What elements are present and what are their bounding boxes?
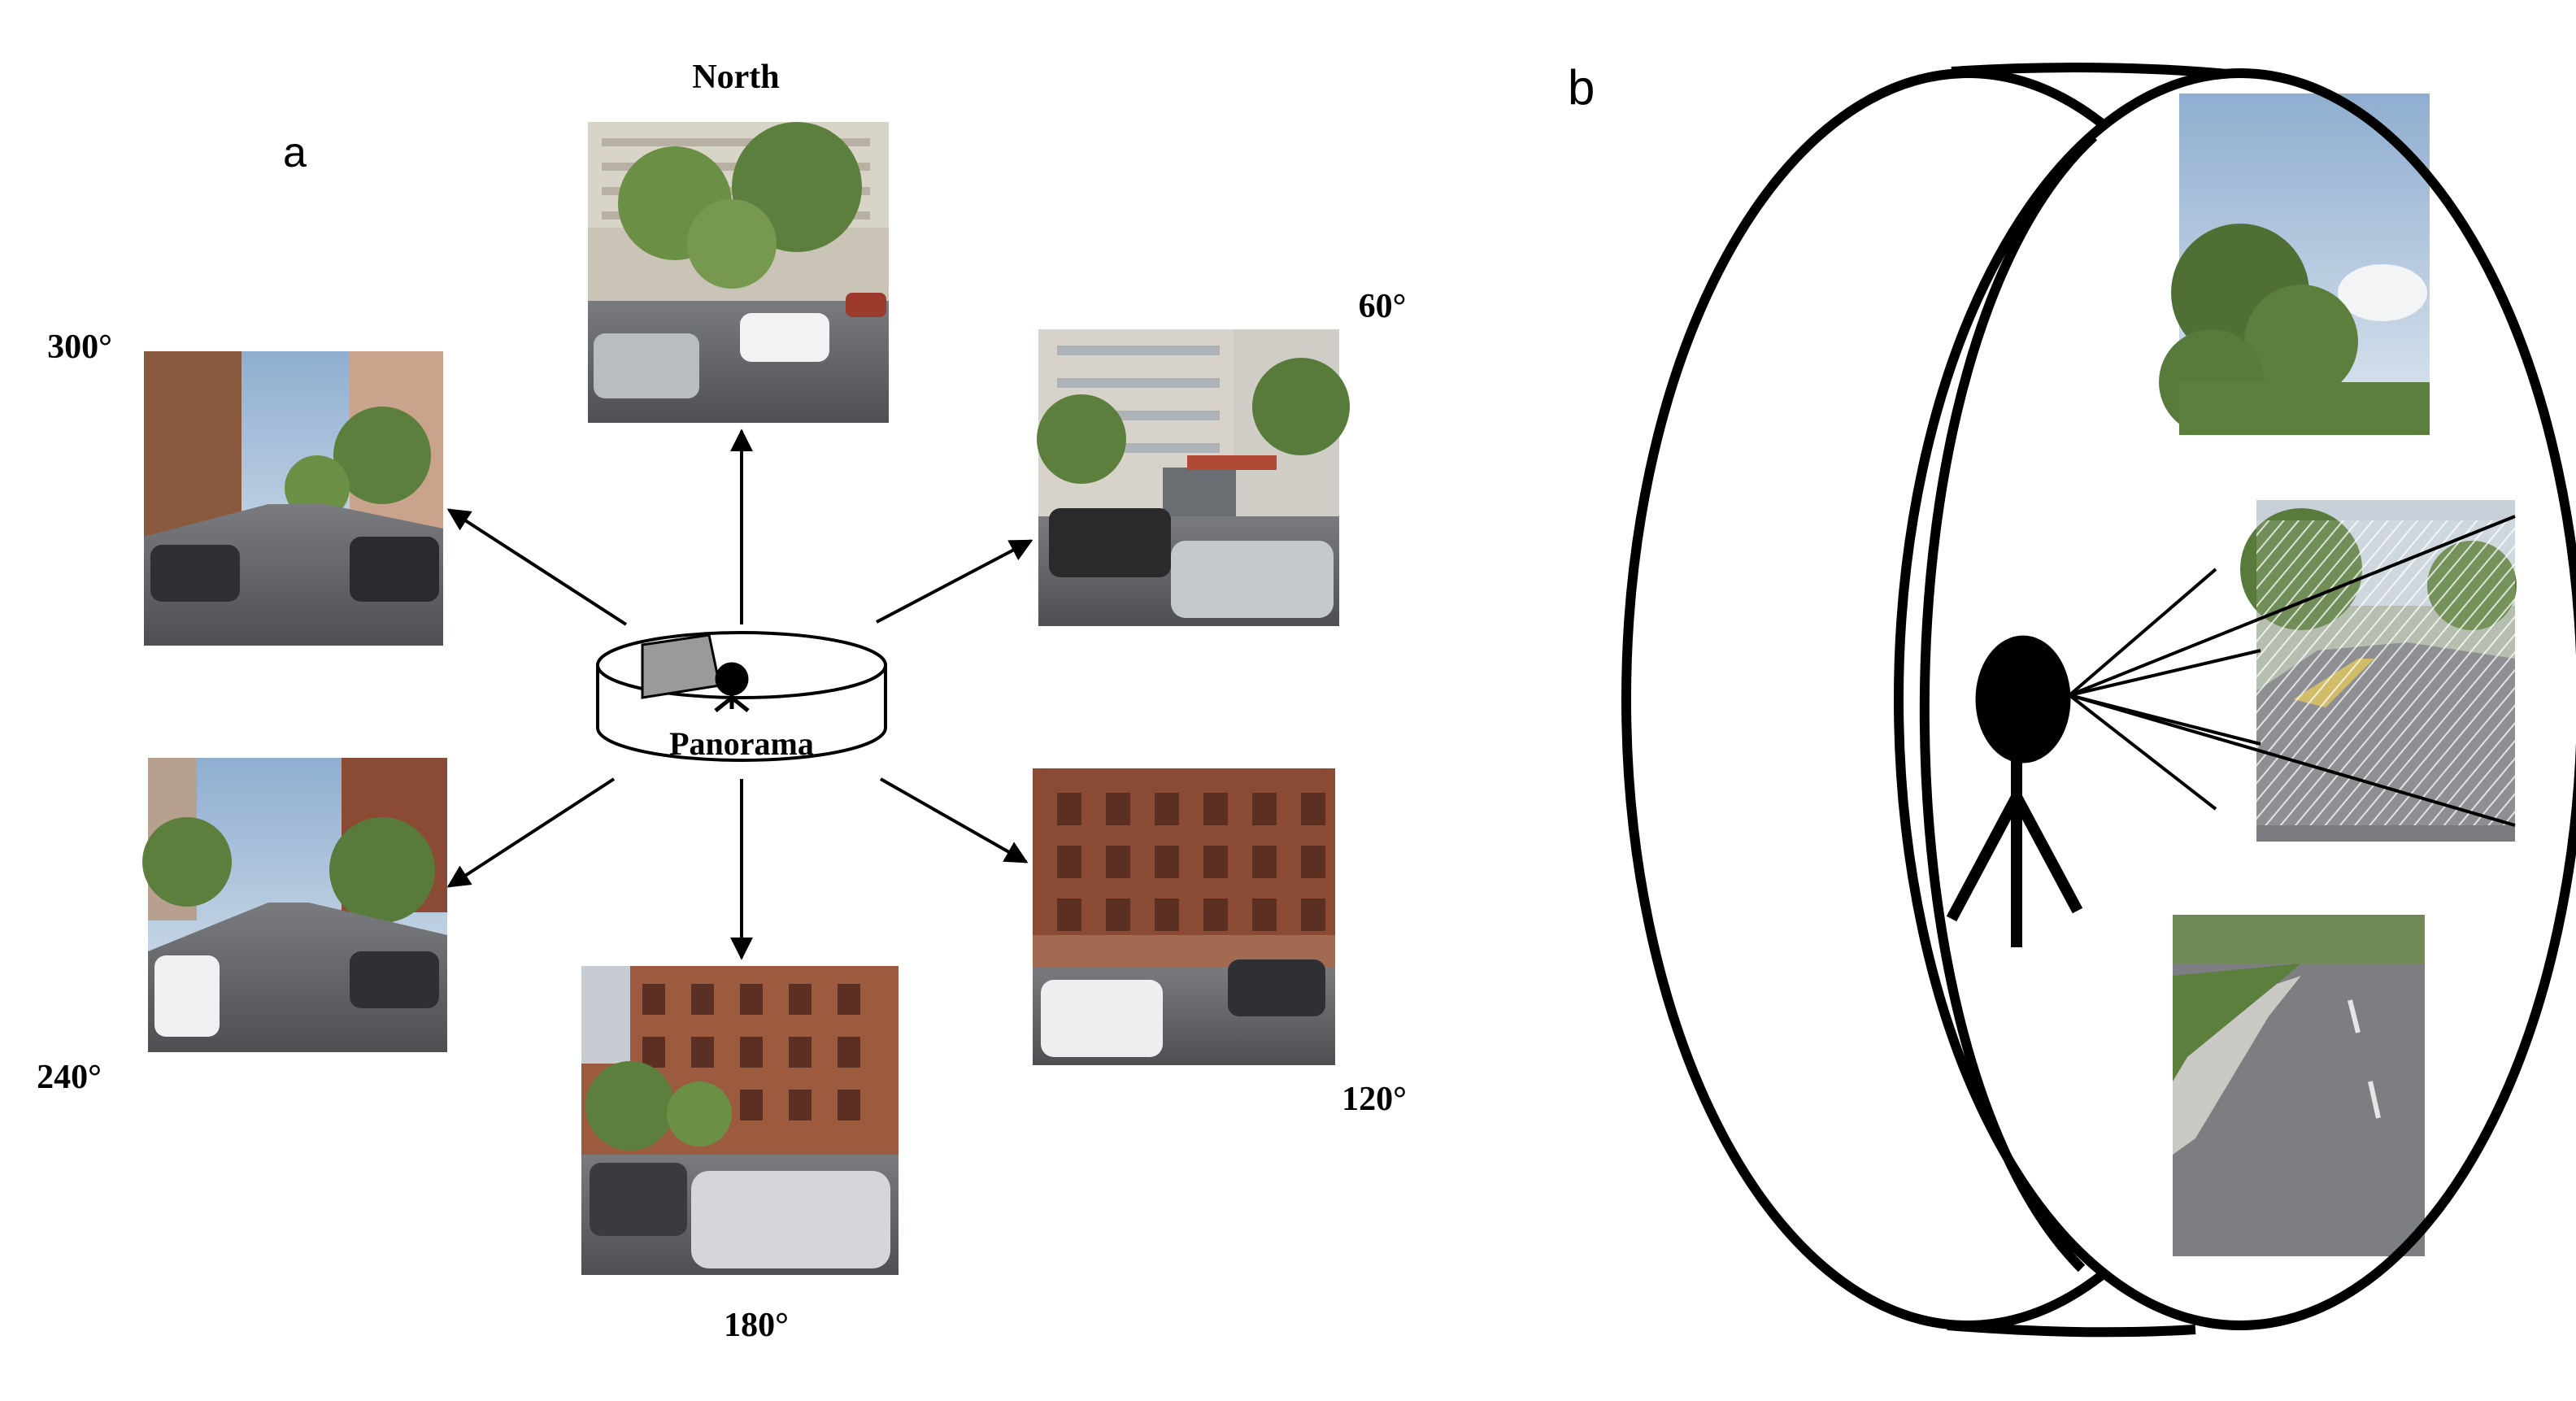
photo-north: [588, 122, 889, 423]
cylinder-front-rim: [1894, 68, 2576, 1330]
observer-figure-large: [1946, 635, 2083, 947]
label-240: 240°: [37, 1059, 102, 1096]
label-60: 60°: [1359, 288, 1407, 325]
label-north: North: [692, 59, 779, 96]
label-120: 120°: [1342, 1081, 1407, 1118]
cylinder-top-edge: [1951, 63, 2237, 80]
panorama-cylinder: Panorama: [596, 631, 887, 762]
photo-60: [1037, 329, 1350, 626]
strip-lower: [2173, 915, 2425, 1256]
field-of-view-lines: [2068, 515, 2516, 827]
observer-figure: [714, 662, 750, 712]
label-300: 300°: [47, 328, 112, 366]
photo-180: [581, 966, 899, 1275]
cylinder-inner-edge: [1919, 133, 2098, 1273]
photo-120: [1033, 768, 1335, 1065]
cylinder-bottom-edge: [1947, 1321, 2196, 1338]
panorama-view-wedge: [641, 633, 721, 699]
field-of-view-hatch: [2256, 520, 2515, 825]
arrow-300: [446, 508, 628, 626]
panorama-label: Panorama: [669, 725, 814, 762]
arrow-120: [880, 777, 1029, 864]
panel-b-letter: b: [1568, 60, 1595, 115]
arrow-60: [876, 539, 1033, 624]
panel-a: a: [37, 59, 1407, 1344]
label-180: 180°: [724, 1307, 789, 1344]
panel-b: b: [1568, 60, 2576, 1338]
photo-300: [144, 351, 443, 646]
arrow-240: [446, 777, 616, 888]
strip-middle: [2240, 500, 2517, 842]
strip-upper: [2159, 94, 2430, 435]
panel-a-letter: a: [283, 129, 307, 176]
photo-240: [142, 758, 447, 1052]
